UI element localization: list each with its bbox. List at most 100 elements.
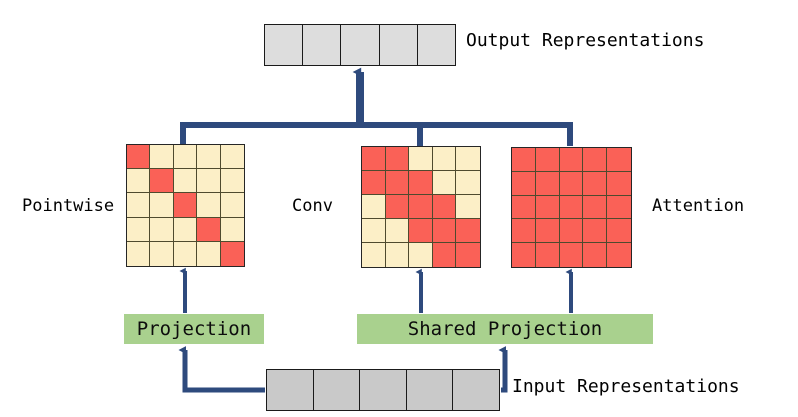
matrix-cell bbox=[535, 195, 560, 220]
matrix-cell bbox=[362, 219, 386, 243]
matrix-cell bbox=[197, 217, 221, 242]
matrix-cell bbox=[535, 148, 560, 172]
output-token-cell bbox=[303, 25, 342, 65]
matrix-cell bbox=[385, 219, 410, 243]
input-token-cell bbox=[313, 370, 361, 410]
matrix-cell bbox=[535, 219, 560, 244]
matrix-cell bbox=[583, 148, 608, 172]
matrix-cell bbox=[173, 241, 198, 266]
matrix-cell bbox=[607, 243, 631, 267]
matrix-cell bbox=[385, 243, 410, 267]
shared-projection-box: Shared Projection bbox=[357, 314, 653, 344]
input-representations-strip bbox=[266, 369, 500, 411]
connector-merge-bus bbox=[180, 122, 573, 146]
matrix-cell bbox=[535, 171, 560, 196]
matrix-cell bbox=[197, 169, 221, 194]
matrix-cell bbox=[432, 171, 457, 195]
matrix-cell bbox=[409, 171, 433, 195]
matrix-cell bbox=[150, 217, 174, 242]
matrix-cell bbox=[197, 145, 221, 170]
matrix-cell bbox=[197, 241, 221, 266]
connector-input-to-projection bbox=[185, 350, 265, 393]
output-token-cell bbox=[341, 25, 380, 65]
matrix-cell bbox=[607, 148, 631, 172]
matrix-cell bbox=[559, 171, 584, 196]
matrix-cell bbox=[150, 145, 174, 170]
matrix-cell bbox=[409, 195, 433, 219]
output-representations-label: Output Representations bbox=[466, 30, 705, 51]
matrix-cell bbox=[150, 193, 174, 218]
projection-box: Projection bbox=[124, 314, 264, 344]
matrix-cell bbox=[173, 193, 198, 218]
matrix-cell bbox=[220, 145, 244, 170]
connector-input-to-shared-projection bbox=[501, 350, 508, 393]
matrix-cell bbox=[512, 243, 536, 267]
matrix-cell bbox=[583, 219, 608, 244]
matrix-cell bbox=[512, 171, 536, 196]
matrix-cell bbox=[409, 147, 433, 171]
conv-matrix bbox=[361, 146, 481, 268]
matrix-cell bbox=[220, 193, 244, 218]
output-token-cell bbox=[379, 25, 418, 65]
matrix-cell bbox=[409, 243, 433, 267]
matrix-cell bbox=[583, 195, 608, 220]
input-token-cell bbox=[406, 370, 454, 410]
matrix-cell bbox=[127, 217, 151, 242]
matrix-cell bbox=[583, 243, 608, 267]
attention-matrix bbox=[511, 147, 632, 268]
matrix-cell bbox=[197, 193, 221, 218]
output-token-cell bbox=[265, 25, 304, 65]
output-representations-strip bbox=[264, 24, 456, 66]
matrix-cell bbox=[362, 147, 386, 171]
matrix-cell bbox=[432, 147, 457, 171]
matrix-cell bbox=[150, 169, 174, 194]
matrix-cell bbox=[127, 241, 151, 266]
matrix-cell bbox=[127, 145, 151, 170]
matrix-cell bbox=[127, 169, 151, 194]
matrix-cell bbox=[456, 147, 480, 171]
matrix-cell bbox=[559, 195, 584, 220]
matrix-cell bbox=[220, 241, 244, 266]
matrix-cell bbox=[583, 171, 608, 196]
matrix-cell bbox=[409, 219, 433, 243]
matrix-cell bbox=[559, 219, 584, 244]
output-token-cell bbox=[417, 25, 456, 65]
input-token-cell bbox=[267, 370, 314, 410]
matrix-cell bbox=[220, 217, 244, 242]
matrix-cell bbox=[150, 241, 174, 266]
matrix-cell bbox=[385, 171, 410, 195]
input-token-cell bbox=[360, 370, 407, 410]
matrix-cell bbox=[607, 195, 631, 220]
matrix-cell bbox=[220, 169, 244, 194]
matrix-cell bbox=[559, 243, 584, 267]
matrix-cell bbox=[607, 219, 631, 244]
matrix-cell bbox=[512, 219, 536, 244]
matrix-cell bbox=[173, 145, 198, 170]
matrix-cell bbox=[432, 195, 457, 219]
pointwise-label: Pointwise bbox=[22, 196, 115, 216]
attention-label: Attention bbox=[652, 196, 745, 216]
matrix-cell bbox=[456, 219, 480, 243]
matrix-cell bbox=[385, 195, 410, 219]
matrix-cell bbox=[535, 243, 560, 267]
matrix-cell bbox=[127, 193, 151, 218]
conv-label: Conv bbox=[292, 196, 333, 216]
matrix-cell bbox=[512, 148, 536, 172]
matrix-cell bbox=[173, 169, 198, 194]
matrix-cell bbox=[173, 217, 198, 242]
matrix-cell bbox=[456, 171, 480, 195]
input-representations-label: Input Representations bbox=[512, 376, 740, 397]
matrix-cell bbox=[432, 219, 457, 243]
matrix-cell bbox=[362, 171, 386, 195]
matrix-cell bbox=[456, 243, 480, 267]
matrix-cell bbox=[512, 195, 536, 220]
pointwise-matrix bbox=[126, 144, 245, 267]
matrix-cell bbox=[362, 195, 386, 219]
matrix-cell bbox=[432, 243, 457, 267]
matrix-cell bbox=[607, 171, 631, 196]
matrix-cell bbox=[362, 243, 386, 267]
input-token-cell bbox=[453, 370, 499, 410]
matrix-cell bbox=[559, 148, 584, 172]
